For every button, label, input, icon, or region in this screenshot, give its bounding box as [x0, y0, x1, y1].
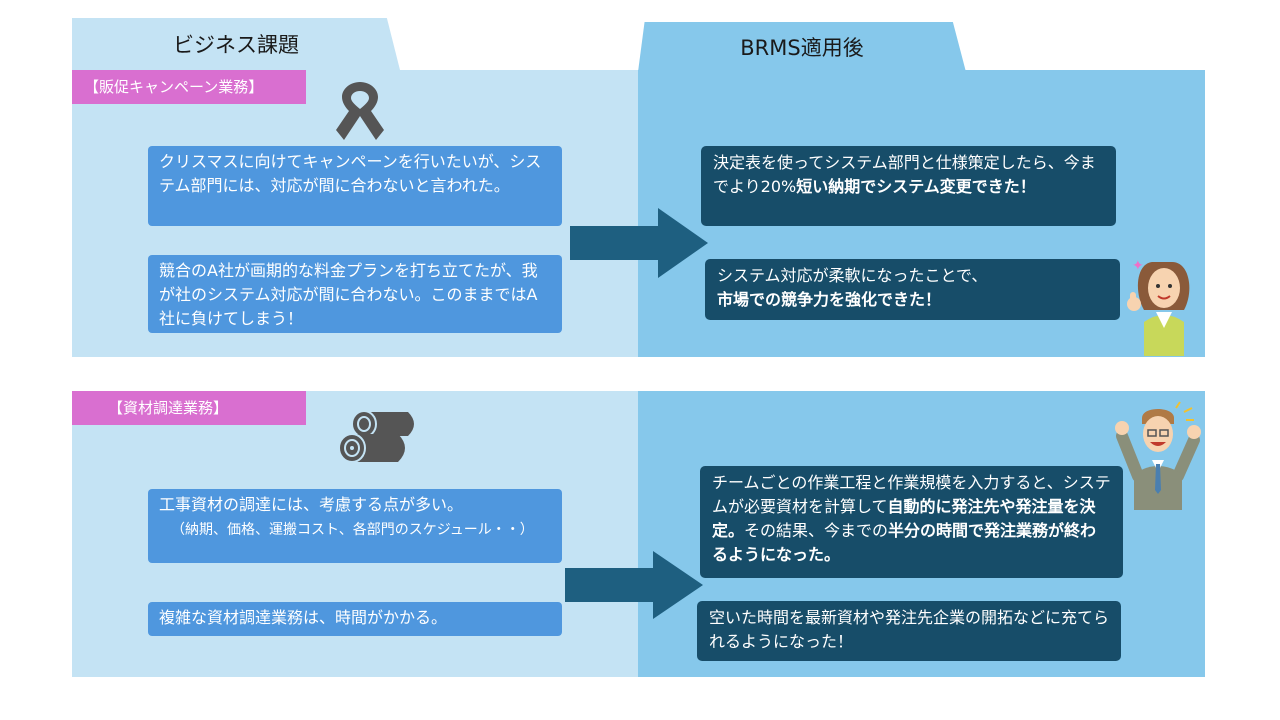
section2-result-1-text2: その結果、今までの	[744, 521, 889, 540]
section2-result-1-bold1: 自動的に発注先や発注量を決定。	[712, 497, 1096, 540]
logs-icon	[338, 410, 414, 463]
section2-issue-1: 工事資材の調達には、考慮する点が多い。 （納期、価格、運搬コスト、各部門のスケジ…	[148, 489, 562, 563]
section1-issue-1-text: クリスマスに向けてキャンペーンを行いたいが、システム部門には、対応が間に合わない…	[159, 152, 542, 195]
svg-text:✦: ✦	[1132, 258, 1144, 274]
section1-issue-1: クリスマスに向けてキャンペーンを行いたいが、システム部門には、対応が間に合わない…	[148, 146, 562, 226]
section2-issue-note: （納期、価格、運搬コスト、各部門のスケジュール・・）	[171, 522, 534, 538]
section2-arrow	[565, 551, 703, 619]
section2-result-1-text: チームごとの作業工程と作業規模を入力すると、システムが必要資材を計算して	[712, 473, 1111, 516]
section1-category-label: 【販促キャンペーン業務】	[72, 70, 306, 104]
section2-result-2-text: 空いた時間を最新資材や発注先企業の開拓などに充てられるようになった！	[709, 608, 1110, 651]
section1-arrow	[570, 208, 708, 278]
section2-category-text: 【資材調達業務】	[108, 399, 229, 417]
section2-issue-2-text: 複雑な資材調達業務は、時間がかかる。	[159, 608, 448, 627]
section1-result-2: システム対応が柔軟になったことで、市場での競争力を強化できた！	[705, 259, 1120, 320]
section1-result-1-text: 決定表を使ってシステム部門と仕様策定したら、今までより20%	[713, 153, 1096, 196]
woman-thumbs-up-icon: ✦	[1127, 258, 1190, 356]
section1-result-2-bold: 市場での競争力を強化できた！	[717, 290, 942, 309]
section1-issue-2: 競合のA社が画期的な料金プランを打ち立てたが、我が社のシステム対応が間に合わない…	[148, 255, 562, 333]
section1-result-1: 決定表を使ってシステム部門と仕様策定したら、今までより20%短い納期でシステム変…	[701, 146, 1116, 226]
section2-result-1-bold2: 半分の時間で発注業務が終わるようになった。	[712, 521, 1097, 564]
man-cheering-icon	[1115, 401, 1201, 510]
section2-category-label: 【資材調達業務】	[72, 391, 306, 425]
section2-issue-1-text: 工事資材の調達には、考慮する点が多い。	[159, 495, 464, 514]
section1-category-text: 【販促キャンペーン業務】	[84, 78, 264, 96]
section1-issue-2-text: 競合のA社が画期的な料金プランを打ち立てたが、我が社のシステム対応が間に合わない…	[159, 261, 538, 328]
left-header-title: ビジネス課題	[173, 33, 299, 57]
ribbon-icon	[336, 82, 384, 140]
section1-result-1-bold: 短い納期でシステム変更できた！	[796, 177, 1036, 196]
header-right-tab: BRMS適用後	[638, 22, 966, 72]
section2-result-1: チームごとの作業工程と作業規模を入力すると、システムが必要資材を計算して自動的に…	[700, 466, 1123, 578]
right-header-title: BRMS適用後	[740, 36, 864, 60]
header-left-tab: ビジネス課題	[72, 18, 400, 70]
section1-result-2-text: システム対応が柔軟になったことで、	[717, 266, 988, 285]
section2-result-2: 空いた時間を最新資材や発注先企業の開拓などに充てられるようになった！	[697, 601, 1121, 661]
section2-issue-2: 複雑な資材調達業務は、時間がかかる。	[148, 602, 562, 636]
